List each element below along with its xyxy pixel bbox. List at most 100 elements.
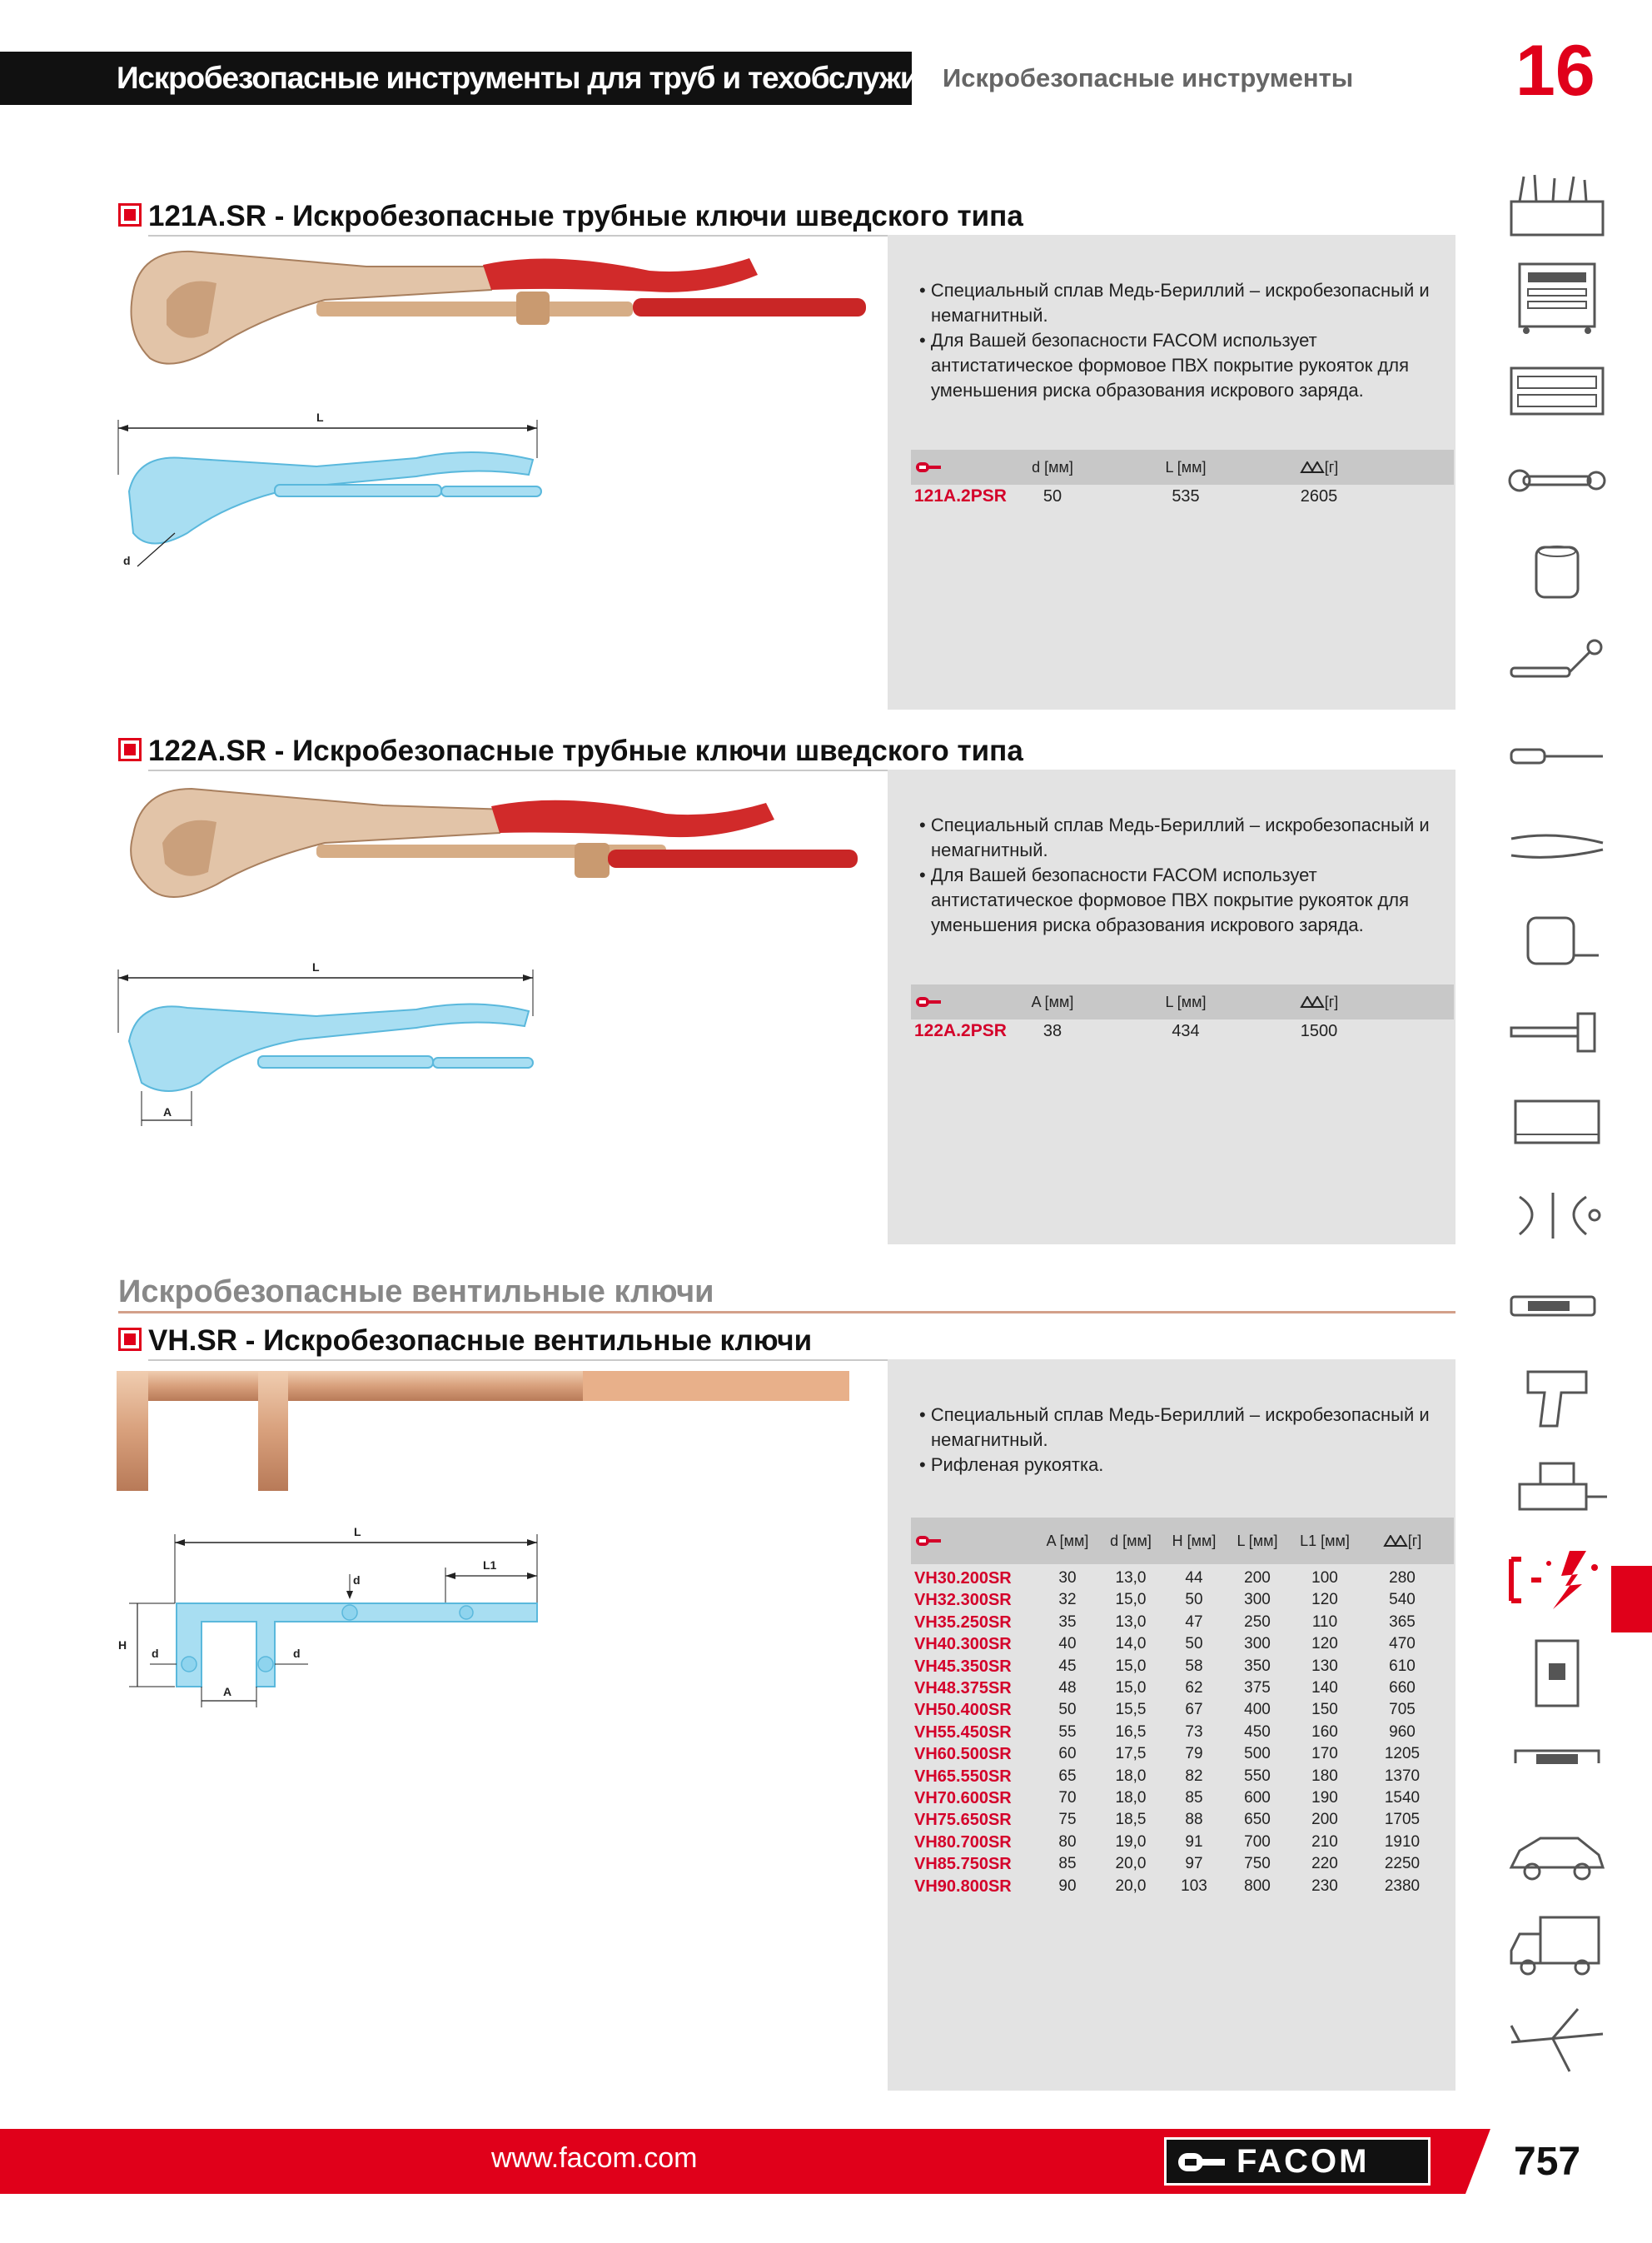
col-header: L [мм] (1165, 994, 1207, 1010)
table-cell: 660 (1389, 1679, 1416, 1697)
vise-icon[interactable] (1503, 1451, 1611, 1526)
tape-measure-icon[interactable] (1503, 901, 1611, 976)
table-cell: 2250 (1384, 1855, 1421, 1873)
table-cell: 610 (1389, 1657, 1416, 1675)
product-ref: VH50.400SR (914, 1701, 1012, 1720)
footer-url[interactable]: www.facom.com (491, 2142, 698, 2174)
footer: www.facom.com FACOM 757 (0, 2124, 1652, 2243)
table-cell: 300 (1244, 1635, 1271, 1653)
truck-icon[interactable] (1503, 1909, 1611, 1984)
handle-icon[interactable] (1503, 1726, 1611, 1801)
table-cell: 800 (1244, 1877, 1271, 1895)
spark-safe-icon[interactable] (1503, 1543, 1611, 1617)
table-cell: 20,0 (1115, 1877, 1147, 1895)
table-cell: 750 (1244, 1855, 1271, 1873)
table-cell: 160 (1311, 1722, 1338, 1741)
svg-text:H: H (118, 1638, 127, 1652)
table-cell: 40 (1058, 1635, 1077, 1653)
table-cell: 960 (1389, 1722, 1416, 1741)
svg-text:A: A (223, 1685, 231, 1698)
pipe-wrench-122a-drawing: L A (117, 960, 534, 1126)
table-cell: 103 (1181, 1877, 1207, 1895)
table-cell: 1540 (1384, 1789, 1421, 1807)
ratchet-icon[interactable] (1503, 626, 1611, 701)
table-cell: 375 (1244, 1679, 1271, 1697)
table-cell: 91 (1185, 1832, 1203, 1851)
table-cell: 82 (1185, 1767, 1203, 1785)
table-cell: 500 (1244, 1745, 1271, 1763)
impact-wrench-icon[interactable] (1503, 1359, 1611, 1434)
facom-reference-icon (916, 462, 941, 472)
pipe-wrench-122a-photo (130, 787, 858, 898)
tool-cabinet-icon[interactable] (1503, 260, 1611, 335)
circuit-breaker-icon[interactable] (1503, 1634, 1611, 1709)
table-cell: 50 (1185, 1591, 1203, 1609)
table-cell: 38 (1042, 1022, 1062, 1040)
facom-reference-icon (916, 997, 941, 1007)
table-cell: 85 (1185, 1789, 1203, 1807)
table-cell: 140 (1311, 1679, 1338, 1697)
table-cell: 13,0 (1115, 1569, 1147, 1587)
airplane-icon[interactable] (1503, 2001, 1611, 2076)
features-list: • Специальный сплав Медь-Бериллий – искр… (911, 1403, 1444, 1478)
toolbox-icon[interactable] (1503, 168, 1611, 243)
table-cell: 230 (1311, 1877, 1338, 1895)
product-ref: VH60.500SR (914, 1745, 1012, 1764)
hammer-icon[interactable] (1503, 993, 1611, 1068)
category-title: Искробезопасные вентильные ключи (118, 1274, 714, 1309)
feature-item: • Для Вашей безопасности FACOM используе… (919, 330, 1410, 401)
bullet-square-icon (118, 738, 142, 761)
facom-logo: FACOM (1164, 2137, 1431, 2186)
table-cell: 434 (1172, 1022, 1200, 1040)
product-ref: VH40.300SR (914, 1635, 1012, 1654)
table-cell: 650 (1244, 1811, 1271, 1829)
weight-icon (1299, 461, 1325, 473)
table-header: A [мм] L [мм] [г] (911, 984, 1454, 1019)
socket-icon[interactable] (1503, 535, 1611, 610)
table-cell: 300 (1244, 1591, 1271, 1609)
weight-icon (1299, 995, 1325, 1008)
screwdriver-icon[interactable] (1503, 718, 1611, 793)
table-cell: 150 (1311, 1701, 1338, 1719)
active-chapter-tab (1611, 1566, 1652, 1632)
table-cell: 16,5 (1115, 1722, 1147, 1741)
facom-logo-icon (1178, 2153, 1225, 2171)
table-cell: 62 (1185, 1679, 1203, 1697)
spec-panel-121a: • Специальный сплав Медь-Бериллий – искр… (888, 235, 1455, 710)
table-cell: 18,0 (1115, 1789, 1147, 1807)
puller-icon[interactable] (1503, 1176, 1611, 1251)
table-cell: 2605 (1300, 487, 1338, 506)
table-cell: 15,0 (1115, 1679, 1147, 1697)
table-cell: 75 (1058, 1811, 1077, 1829)
col-header: d [мм] (1110, 1533, 1152, 1549)
table-cell: 1910 (1384, 1832, 1421, 1851)
table-cell: 110 (1311, 1612, 1338, 1631)
bullet-square-icon (118, 203, 142, 227)
tool-drawer-icon[interactable] (1503, 351, 1611, 426)
weight-header: [г] (1277, 984, 1361, 1019)
table-cell: 80 (1058, 1832, 1077, 1851)
pliers-icon[interactable] (1503, 810, 1611, 885)
table-cell: 280 (1389, 1569, 1416, 1587)
features-list: • Специальный сплав Медь-Бериллий – искр… (911, 278, 1444, 403)
table-cell: 535 (1172, 487, 1200, 506)
table-cell: 180 (1311, 1767, 1338, 1785)
multimeter-icon[interactable] (1503, 1268, 1611, 1343)
combination-wrench-icon[interactable] (1503, 443, 1611, 518)
svg-text:d: d (353, 1573, 361, 1587)
hacksaw-icon[interactable] (1503, 1084, 1611, 1159)
table-cell: 58 (1185, 1657, 1203, 1675)
table-cell: 67 (1185, 1701, 1203, 1719)
table-cell: 100 (1311, 1569, 1338, 1587)
car-icon[interactable] (1503, 1817, 1611, 1892)
table-row: 121A.2PSR (914, 486, 1007, 506)
